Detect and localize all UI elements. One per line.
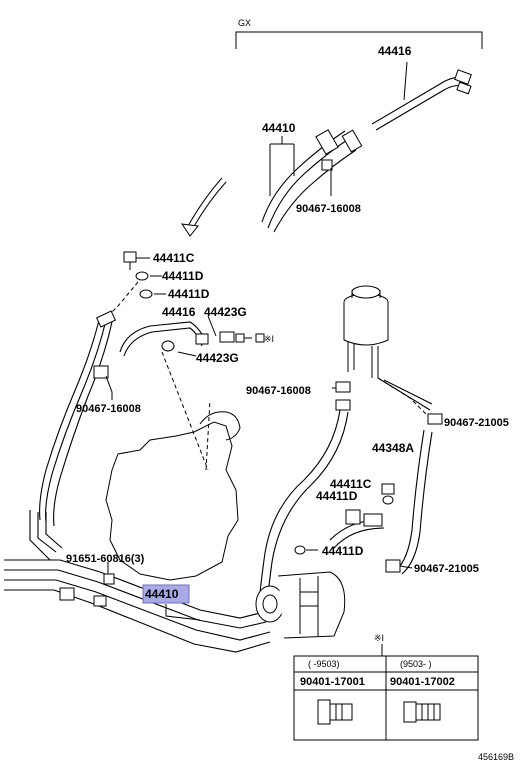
label-44410-highlight[interactable]: 44410 — [145, 587, 179, 601]
left-hoses — [39, 310, 117, 527]
leader-44410 — [165, 604, 201, 621]
label-91651: 91651-60816(3) — [66, 553, 145, 565]
label-44423G-a: 44423G — [204, 305, 247, 319]
lower-tubes — [4, 510, 271, 653]
label-90467-21005-a: 90467-21005 — [444, 417, 509, 429]
label-44423G-b: 44423G — [196, 351, 239, 365]
label-90467-21005-b: 90467-21005 — [414, 563, 479, 575]
label-44411D-a: 44411D — [162, 269, 204, 283]
label-44411C: 44411C — [153, 251, 195, 265]
bolt-table: ※I ( -9503) (9503- ) 90401-17001 90401-1… — [293, 633, 479, 741]
label-44416-mid: 44416 — [162, 305, 196, 319]
table-note-mark: ※I — [374, 633, 384, 643]
mid-fittings — [105, 251, 265, 471]
reservoir-tank — [343, 285, 389, 378]
label-90467-16008-mid: 90467-16008 — [246, 385, 311, 397]
label-90467-16008-top: 90467-16008 — [296, 203, 361, 215]
note-mark-mid: ※I — [264, 334, 274, 344]
table-col1-range: ( -9503) — [308, 659, 340, 669]
label-44411D-low2: 44411D — [322, 544, 364, 558]
figure-id: 456169B — [478, 752, 514, 762]
return-hose-44348A — [377, 377, 443, 575]
power-steering-pump — [255, 483, 395, 639]
label-44411C-low: 44411C — [330, 477, 372, 491]
top-hose-44410 — [261, 129, 363, 233]
label-44416-top: 44416 — [378, 44, 412, 58]
label-44410-top: 44410 — [262, 121, 296, 135]
table-col1-part: 90401-17001 — [300, 676, 365, 688]
label-44411D-low: 44411D — [316, 489, 358, 503]
label-90467-16008-left: 90467-16008 — [76, 403, 141, 415]
table-col2-range: (9503- ) — [400, 659, 432, 669]
label-44411D-b: 44411D — [168, 287, 210, 301]
table-col2-part: 90401-17002 — [390, 676, 455, 688]
gx-bracket: GX — [235, 18, 483, 49]
gx-label: GX — [238, 18, 251, 28]
label-44348A: 44348A — [372, 441, 414, 455]
engine-block — [105, 399, 241, 581]
top-hose-44416 — [371, 61, 472, 131]
highlight-44410-box[interactable] — [142, 584, 190, 604]
view-arrow — [180, 177, 227, 237]
